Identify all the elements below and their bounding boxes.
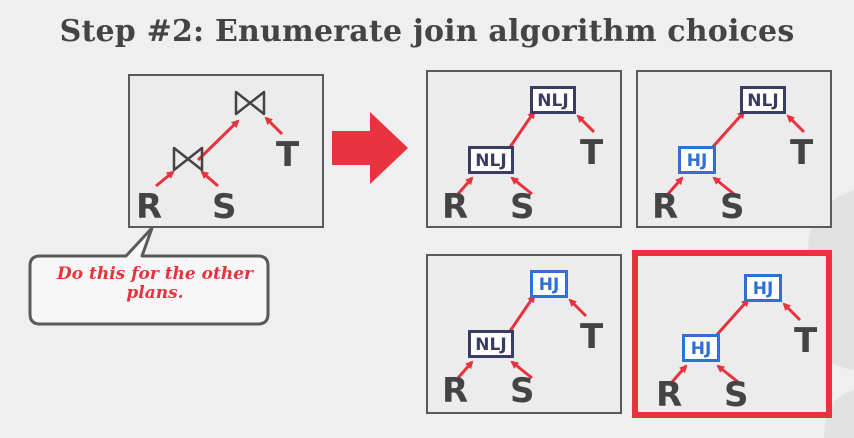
leaf-t: T xyxy=(276,135,300,175)
plan-tree: HJ HJ R S T xyxy=(656,274,818,412)
edge-t-to-upper xyxy=(264,116,284,136)
leaf-r: R xyxy=(652,187,678,226)
edge-s-to-lower xyxy=(716,364,739,384)
edge-lower-to-upper xyxy=(712,298,750,340)
leaf-r: R xyxy=(442,371,468,411)
edge-r-to-lower xyxy=(670,364,688,383)
edge-r-to-lower xyxy=(456,176,474,195)
plan-panel-1: NLJ NLJ R S T xyxy=(426,70,622,228)
upper-join-icon xyxy=(234,90,266,116)
edge-t-to-upper xyxy=(568,298,588,318)
edge-t-to-upper xyxy=(782,302,802,322)
lower-join-hj: HJ xyxy=(682,334,720,362)
svg-text:NLJ: NLJ xyxy=(747,91,778,111)
leaf-t: T xyxy=(794,321,818,361)
svg-text:HJ: HJ xyxy=(691,339,712,359)
edge-t-to-upper xyxy=(576,114,596,134)
upper-join-hj: HJ xyxy=(530,270,568,298)
svg-text:HJ: HJ xyxy=(539,275,560,295)
svg-text:NLJ: NLJ xyxy=(537,91,568,111)
right-arrow-icon xyxy=(332,112,408,184)
lower-join-hj: HJ xyxy=(678,146,716,174)
leaf-s: S xyxy=(720,187,745,226)
edge-lower-to-upper xyxy=(196,119,240,162)
callout-text: Do this for the other plans. xyxy=(57,264,253,303)
plan-tree: NLJ NLJ R S T xyxy=(442,86,604,226)
svg-text:NLJ: NLJ xyxy=(475,335,506,355)
edge-s-to-lower xyxy=(510,360,533,380)
edge-s-to-lower xyxy=(510,176,533,196)
edge-r-to-lower xyxy=(666,176,684,195)
svg-text:HJ: HJ xyxy=(687,151,708,171)
edge-s-to-lower xyxy=(200,170,219,188)
lower-join-nlj: NLJ xyxy=(468,146,514,174)
leaf-s: S xyxy=(212,187,237,227)
plan-panel-3: HJ NLJ R S T xyxy=(426,254,622,414)
source-plan-panel: R S T xyxy=(128,74,324,228)
plan-tree: NLJ HJ R S T xyxy=(652,86,814,226)
svg-text:HJ: HJ xyxy=(753,279,774,299)
leaf-r: R xyxy=(136,187,162,227)
edge-r-to-lower xyxy=(155,170,175,188)
leaf-t: T xyxy=(790,133,814,173)
leaf-t: T xyxy=(580,317,604,357)
plan-panel-2: NLJ HJ R S T xyxy=(636,70,832,228)
leaf-s: S xyxy=(724,375,749,412)
source-plan-tree: R S T xyxy=(136,90,300,227)
leaf-r: R xyxy=(442,187,468,226)
lower-join-nlj: NLJ xyxy=(468,330,514,358)
leaf-r: R xyxy=(656,375,682,412)
callout-bubble xyxy=(28,226,270,326)
edge-t-to-upper xyxy=(786,114,806,134)
leaf-t: T xyxy=(580,133,604,173)
plan-panel-4: HJ HJ R S T xyxy=(632,250,832,418)
edge-r-to-lower xyxy=(456,360,474,379)
lower-join-icon xyxy=(172,146,204,172)
slide-title: Step #2: Enumerate join algorithm choice… xyxy=(59,14,795,49)
leaf-s: S xyxy=(510,187,535,226)
svg-text:NLJ: NLJ xyxy=(475,151,506,171)
edge-lower-to-upper xyxy=(506,294,536,335)
edge-lower-to-upper xyxy=(506,110,536,151)
plan-tree: HJ NLJ R S T xyxy=(442,270,604,411)
upper-join-hj: HJ xyxy=(744,274,782,302)
upper-join-nlj: NLJ xyxy=(530,86,576,114)
upper-join-nlj: NLJ xyxy=(740,86,786,114)
edge-s-to-lower xyxy=(712,176,735,196)
edge-lower-to-upper xyxy=(708,110,746,152)
leaf-s: S xyxy=(510,371,535,411)
